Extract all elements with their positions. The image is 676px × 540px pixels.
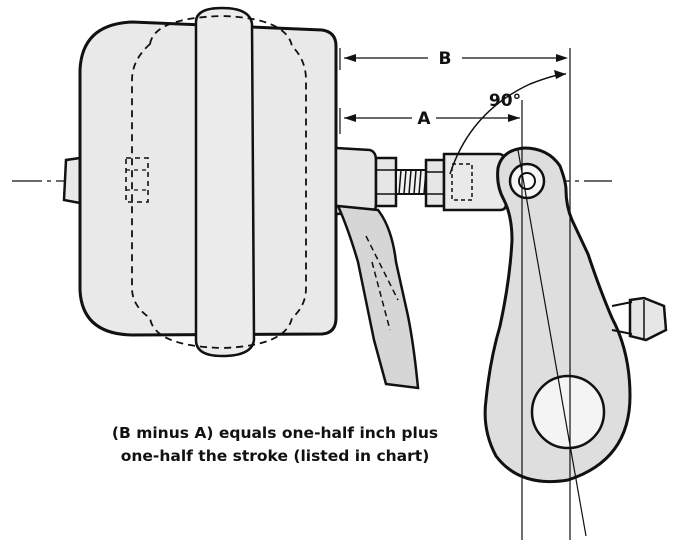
clevis-inner-hidden [451,163,473,201]
dimension-b [344,54,568,62]
mounting-bracket [335,204,420,390]
dimension-a-label: A [417,109,431,129]
arm-centerline [517,149,587,537]
caption-line-2: one-half the stroke (listed in chart) [120,447,430,465]
dimension-b-label: B [439,49,452,69]
hidden-post [125,157,149,203]
pushrod-boss [334,146,378,216]
caption: (B minus A) equals one-half inch plus on… [60,422,490,468]
angle-arrow [554,70,566,79]
adjusting-bolt [628,296,668,342]
clamp-ring [194,6,256,358]
camshaft-bore [530,374,606,450]
angle-label: 90° [489,91,521,111]
jam-nut [424,158,446,208]
bracket-shading [365,235,399,331]
dimension-a [344,114,520,122]
caption-line-1: (B minus A) equals one-half inch plus [111,424,439,442]
left-boss [62,156,82,205]
lock-nut [374,156,398,208]
